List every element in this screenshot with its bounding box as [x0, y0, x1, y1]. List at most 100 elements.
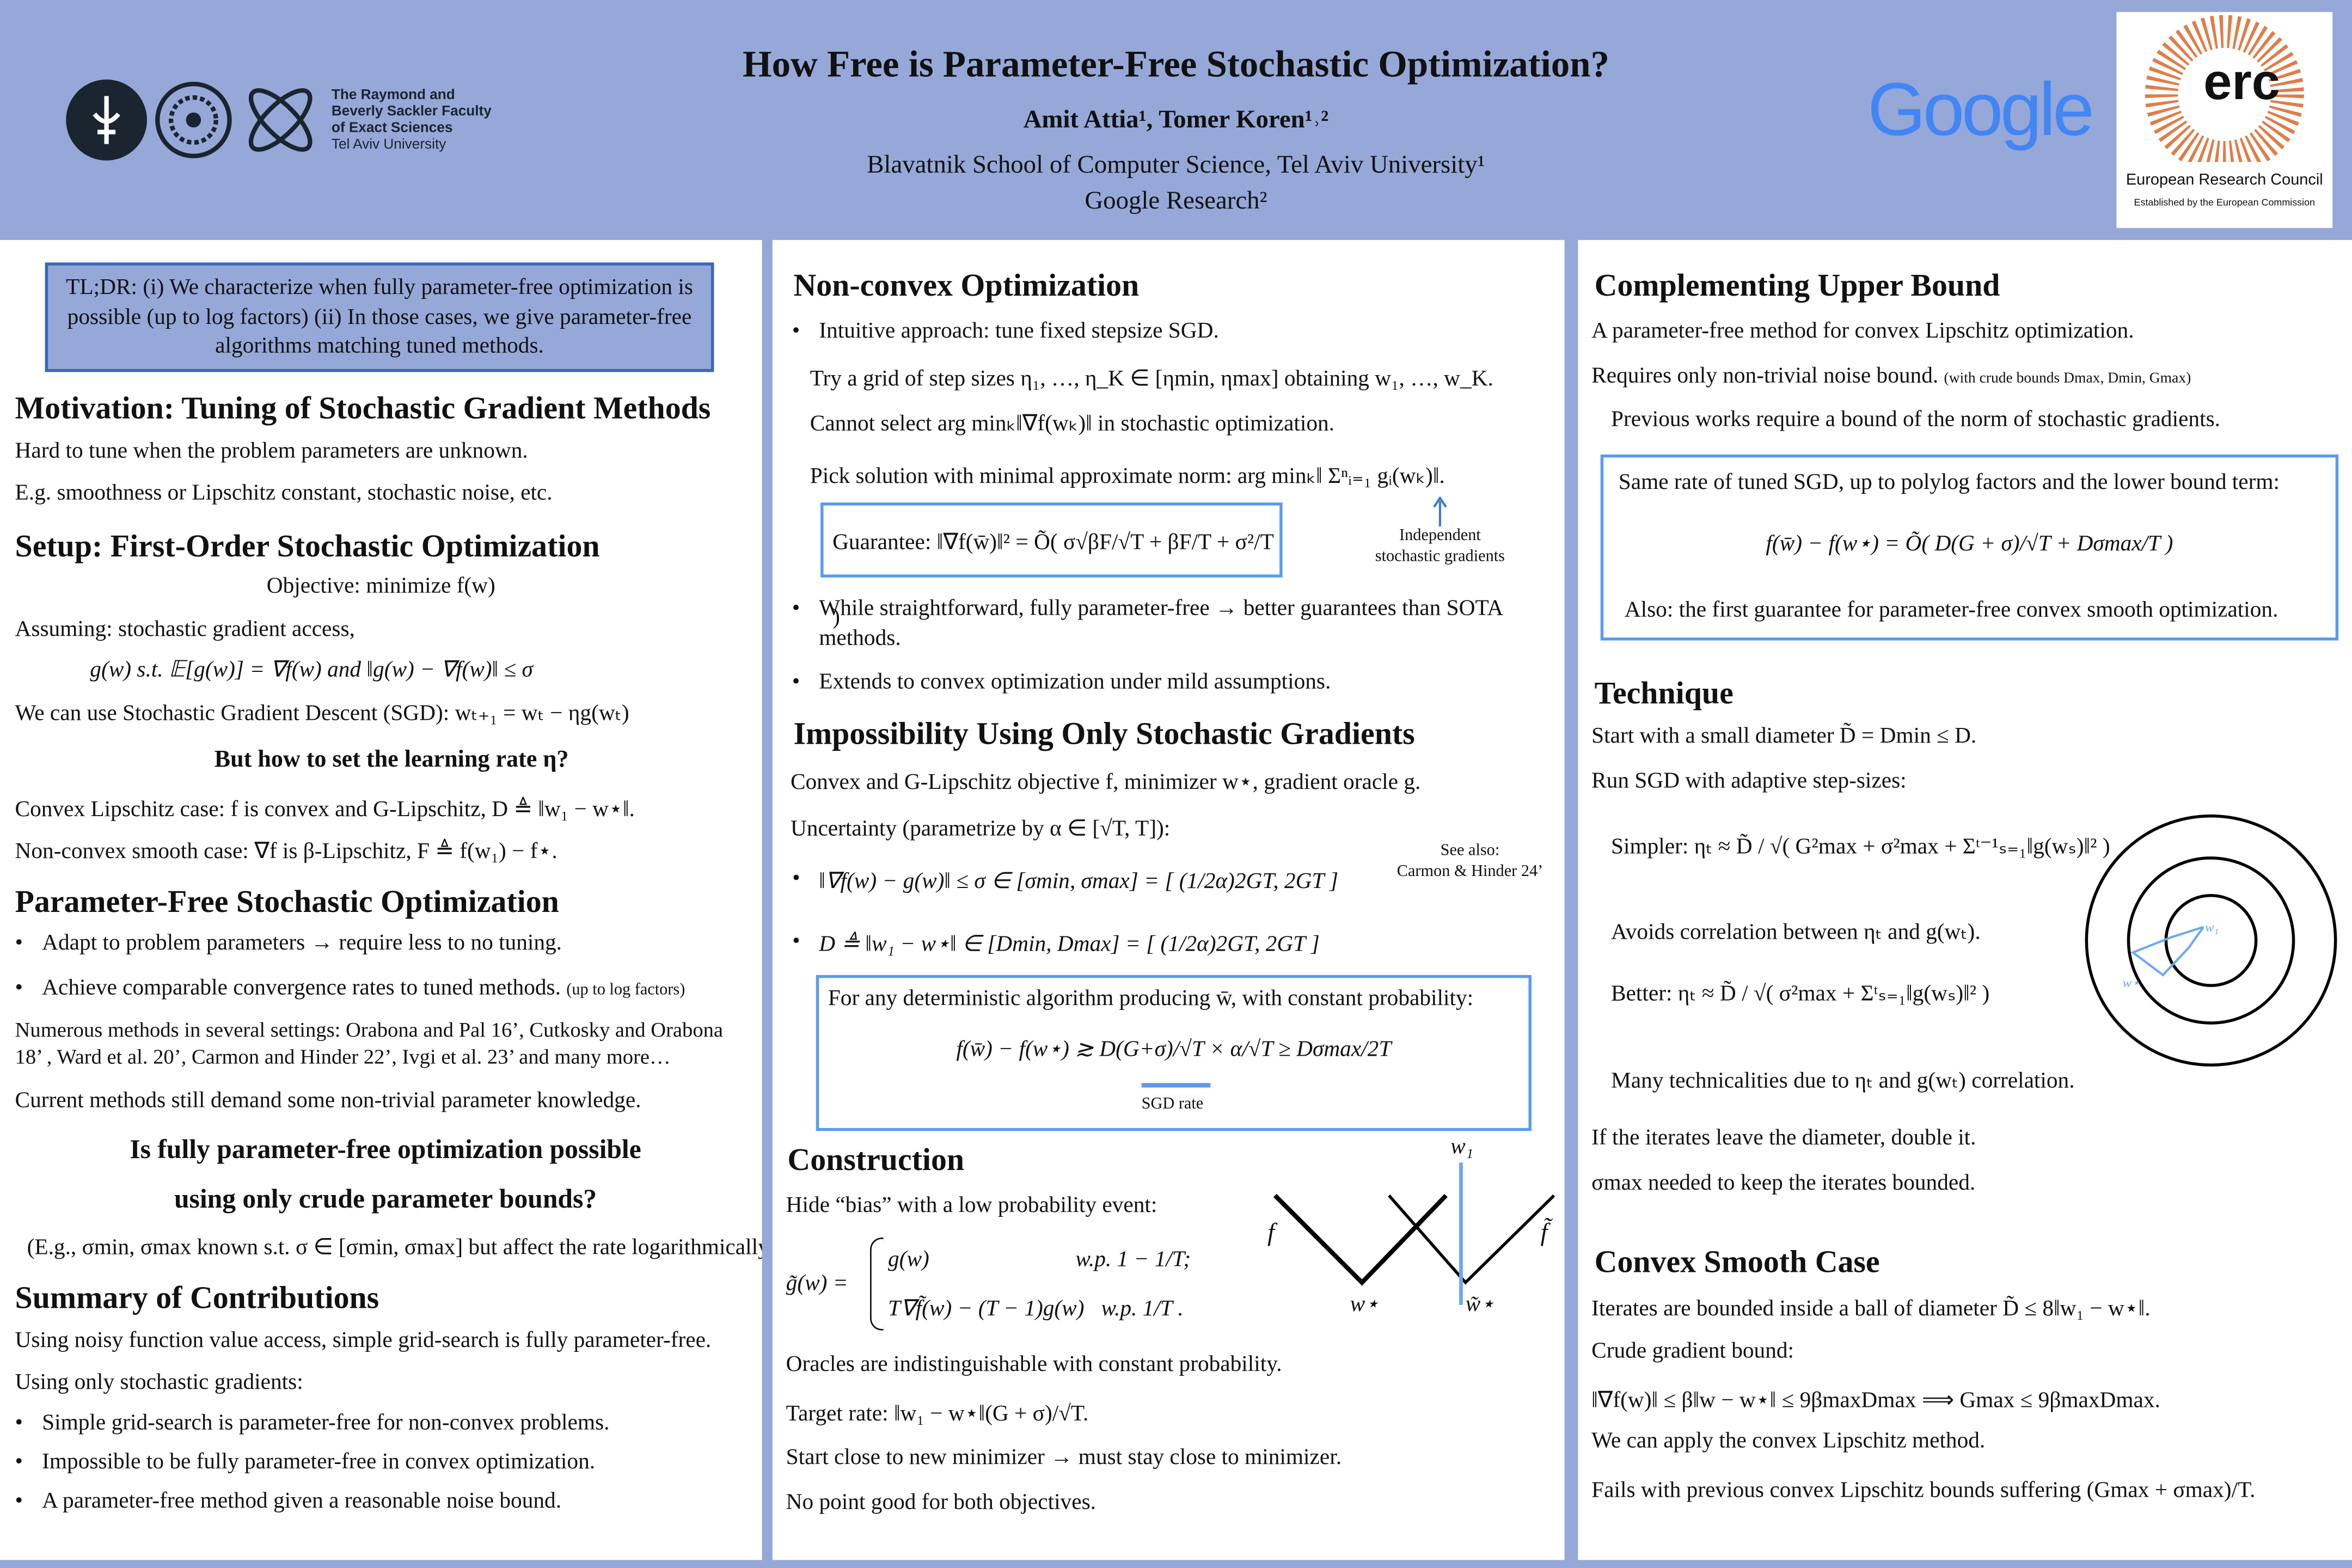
label-wtilde-star: w̃⋆ [1465, 1293, 1495, 1317]
guarantee-box: Guarantee: ‖∇f(w̄)‖² = Õ( σ√βF/√T + βF/T… [820, 502, 1283, 630]
f-tilde-curve [1388, 1194, 1555, 1285]
bullet-continuation: methods. [819, 627, 901, 651]
tau-logo-text: The Raymond and Beverly Sackler Faculty … [332, 87, 492, 153]
section-title-technique: Technique [1594, 675, 1734, 711]
bullet-item: A parameter-free method given a reasonab… [15, 1490, 562, 1515]
tau-line: Tel Aviv University [331, 136, 446, 154]
section-title-impossibility: Impossibility Using Only Stochastic Grad… [793, 715, 1415, 752]
text-line: E.g. smoothness or Lipschitz constant, s… [15, 481, 553, 506]
bullet-item: Extends to convex optimization under mil… [792, 671, 1331, 696]
erc-name: European Research Council [2126, 171, 2323, 189]
text-line: No point good for both objectives. [786, 1491, 1096, 1515]
question-note: (E.g., σmin, σmax known s.t. σ ∈ [σmin, … [27, 1236, 762, 1260]
simpler-stepsize: Simpler: ηₜ ≈ D̃ / √( G²max + σ²max + Σᵗ… [1610, 835, 2110, 860]
nonconvex-case: Non-convex smooth case: ∇f is β-Lipschit… [15, 840, 558, 864]
column-right: Complementing Upper Bound A parameter-fr… [1578, 240, 2352, 1560]
text-line: ‖∇f(w)‖ ≤ β‖w − w⋆‖ ≤ 9βmaxDmax ⟹ Gmax ≤… [1591, 1389, 2160, 1413]
section-title-construction: Construction [787, 1141, 965, 1178]
section-title-summary: Summary of Contributions [15, 1279, 379, 1316]
construction-case: g(w) w.p. 1 − 1/T; [888, 1248, 1191, 1272]
text-line: Previous works require a bound of the no… [1610, 408, 2221, 432]
text-line: Oracles are indistinguishable with const… [786, 1353, 1282, 1377]
label-w1: w₁ [2204, 919, 2219, 935]
section-title-setup: Setup: First-Order Stochastic Optimizati… [15, 528, 600, 564]
bullet-item: Impossible to be fully parameter-free in… [15, 1450, 596, 1476]
erc-subtitle: Established by the European Commission [2134, 198, 2316, 209]
tau-line: Beverly Sackler Faculty [331, 103, 492, 120]
label-wstar: w⋆ [1350, 1293, 1380, 1317]
tau-logo-icon [66, 79, 232, 161]
note-line: stochastic gradients [1375, 547, 1505, 566]
text-line: Avoids correlation between ηₜ and g(wₜ). [1610, 921, 1981, 945]
note-line: Carmon & Hinder 24’ [1396, 862, 1543, 881]
see-also-note: See also: Carmon & Hinder 24’ [1380, 840, 1560, 882]
text-line: Hide “bias” with a low probability event… [786, 1194, 1157, 1218]
tldr-box: TL;DR: (i) We characterize when fully pa… [45, 262, 714, 372]
section-title-upper-bound: Complementing Upper Bound [1594, 267, 2000, 303]
text-line: Many technicalities due to ηₜ and g(wₜ) … [1610, 1069, 2075, 1094]
assumption-equation: g(w) s.t. 𝔼[g(w)] = ∇f(w) and ‖g(w) − ∇f… [90, 658, 533, 683]
sgd-rate-underline [1141, 1083, 1211, 1088]
affiliation-tau: Blavatnik School of Computer Science, Te… [867, 150, 1485, 179]
bullet-note: (up to log factors) [566, 981, 685, 999]
affiliation-google: Google Research² [1085, 186, 1267, 215]
objective: Objective: minimize f(w) [266, 574, 495, 599]
label-f-tilde: f̃ [1540, 1218, 1548, 1247]
text-line: Iterates are bounded inside a ball of di… [1591, 1297, 2151, 1322]
lower-bound-text: For any deterministic algorithm producin… [828, 987, 1474, 1011]
text-line: Try a grid of step sizes η₁, …, η_K ∈ [η… [810, 367, 1493, 392]
note-line: See also: [1440, 841, 1500, 860]
erc-dots-icon [2145, 15, 2304, 162]
convex-case: Convex Lipschitz case: f is convex and G… [15, 798, 635, 822]
iterate-path [2130, 926, 2204, 977]
note-line: Independent [1399, 526, 1481, 545]
text-line: Using noisy function value access, simpl… [15, 1329, 712, 1353]
text-line: Current methods still demand some non-tr… [15, 1089, 641, 1113]
construction-lhs: g̃(w) = [786, 1272, 848, 1296]
section-title-parameter-free: Parameter-Free Stochastic Optimization [15, 883, 559, 920]
upper-bound-equation: f(w̄) − f(w⋆) = Õ( D(G + σ)/√T + Dσmax/T… [1766, 532, 2173, 557]
bullet-item: Achieve comparable convergence rates to … [15, 977, 685, 1002]
text-line: Run SGD with adaptive step-sizes: [1591, 769, 1907, 794]
construction-figure [1273, 1162, 1555, 1305]
section-title-motivation: Motivation: Tuning of Stochastic Gradien… [15, 390, 711, 426]
authors: Amit Attia¹, Tomer Koren¹˒² [1023, 105, 1329, 134]
column-middle: Non-convex Optimization Intuitive approa… [772, 240, 1565, 1560]
bullet-item: While straightforward, fully parameter-f… [792, 597, 1504, 623]
section-title-convex-smooth: Convex Smooth Case [1594, 1243, 1880, 1280]
text-line: Crude gradient bound: [1591, 1339, 1794, 1364]
methods-line: Numerous methods in several settings: Or… [15, 1020, 724, 1043]
lower-bound-box: For any deterministic algorithm producin… [816, 975, 1532, 1131]
assuming: Assuming: stochastic gradient access, [15, 618, 355, 642]
text-line: Start with a small diameter D̃ = Dmin ≤ … [1591, 724, 1977, 749]
independent-note: Independent stochastic gradients [1350, 525, 1530, 567]
faculty-atom-icon [248, 88, 313, 152]
diameter-circles-figure [2085, 814, 2337, 1067]
research-question: Is fully parameter-free optimization pos… [130, 1134, 641, 1164]
inner-circle [2164, 894, 2258, 987]
upper-bound-box: Same rate of tuned SGD, up to polylog fa… [1600, 454, 2339, 641]
box-text: Also: the first guarantee for parameter-… [1624, 598, 2278, 623]
text-line: Using only stochastic gradients: [15, 1371, 303, 1395]
poster-title: How Free is Parameter-Free Stochastic Op… [742, 45, 1610, 86]
methods-line: 18’ , Ward et al. 20’, Carmon and Hinder… [15, 1047, 671, 1070]
cases-brace [869, 1237, 884, 1331]
google-logo: Google [1867, 67, 2094, 152]
tau-line: The Raymond and [331, 87, 455, 104]
text-line: σmax needed to keep the iterates bounded… [1591, 1171, 1976, 1196]
label-w1: w₁ [1450, 1135, 1474, 1160]
note: (with crude bounds Dmax, Dmin, Gmax) [1944, 370, 2191, 387]
text-line: A parameter-free method for convex Lipsc… [1591, 319, 2134, 344]
text-line: Target rate: ‖w₁ − w⋆‖(G + σ)/√T. [786, 1402, 1089, 1427]
sgd-update: We can use Stochastic Gradient Descent (… [15, 702, 629, 726]
sgd-rate-label: SGD rate [1141, 1095, 1204, 1113]
bullet-item: ‖∇f(w) − g(w)‖ ≤ σ ∈ [σmin, σmax] = [ (1… [792, 867, 1338, 895]
middle-circle [2127, 856, 2295, 1025]
text-line: Convex and G-Lipschitz objective f, mini… [790, 771, 1421, 795]
label-f: f [1267, 1218, 1275, 1247]
text-line: Hard to tune when the problem parameters… [15, 439, 528, 464]
label-wstar: w⋆ [2122, 975, 2140, 990]
construction-case: T∇f̃(w) − (T − 1)g(w) w.p. 1/T . [888, 1297, 1184, 1322]
section-title-nonconvex: Non-convex Optimization [793, 267, 1140, 303]
